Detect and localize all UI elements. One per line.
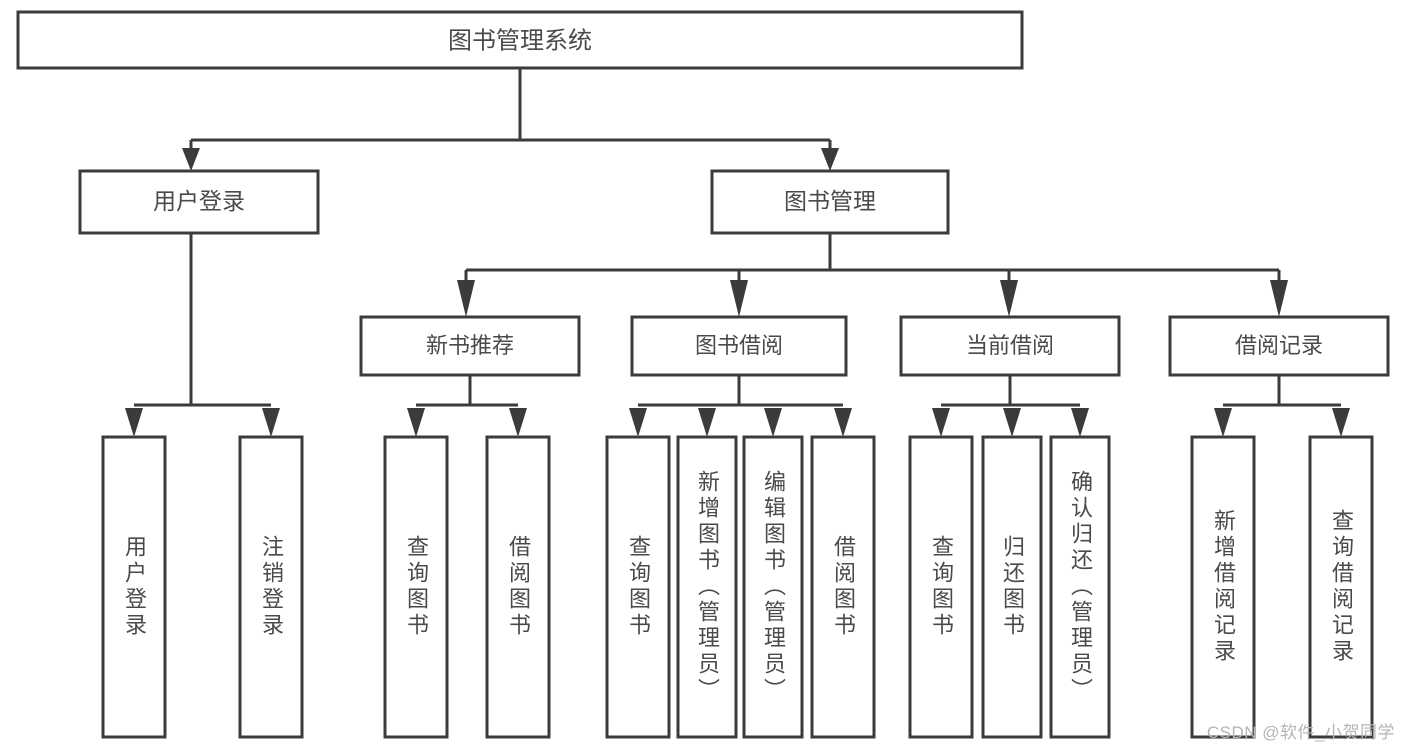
root-box[interactable] bbox=[16, 10, 1024, 70]
leaf-confirm-return-label: 确认归还（管理员） bbox=[1068, 470, 1093, 704]
leaf-node-query-book-1[interactable]: 查询图书 bbox=[383, 435, 449, 739]
leaf-add-book-box[interactable] bbox=[676, 435, 738, 739]
leaf-borrow-book-2-label: 借阅图书 bbox=[831, 535, 856, 639]
node-root[interactable]: 图书管理系统 bbox=[16, 10, 1024, 70]
leaf-node-return-book[interactable]: 归还图书 bbox=[981, 435, 1043, 739]
leaf-query-record-label: 查询借阅记录 bbox=[1329, 509, 1354, 665]
leaf-node-query-book-2[interactable]: 查询图书 bbox=[605, 435, 671, 739]
connector-layer bbox=[125, 68, 1350, 437]
root-label: 图书管理系统 bbox=[448, 27, 592, 54]
leaf-query-book-3-label: 查询图书 bbox=[929, 535, 954, 639]
leaf-user-login-box[interactable] bbox=[101, 435, 167, 739]
leaf-user-login-label: 用户登录 bbox=[122, 535, 147, 639]
arrow-leaf-edit-book bbox=[764, 408, 782, 437]
node-new-book-recommend[interactable]: 新书推荐 bbox=[359, 315, 581, 377]
leaf-add-book-label: 新增图书（管理员） bbox=[695, 470, 720, 704]
arrow-user-login bbox=[182, 148, 200, 171]
leaf-node-logout[interactable]: 注销登录 bbox=[238, 435, 304, 739]
book-borrow-box[interactable] bbox=[630, 315, 848, 377]
leaf-logout-box[interactable] bbox=[238, 435, 304, 739]
arrow-leaf-borrow-book-1 bbox=[509, 408, 527, 437]
arrow-book-manage bbox=[821, 148, 839, 171]
leaf-borrow-book-1-box[interactable] bbox=[485, 435, 551, 739]
book-manage-box[interactable] bbox=[710, 169, 950, 235]
leaf-query-book-3-box[interactable] bbox=[908, 435, 974, 739]
leaf-node-user-login[interactable]: 用户登录 bbox=[101, 435, 167, 739]
arrow-current-borrow bbox=[1000, 280, 1018, 317]
leaf-query-book-1-box[interactable] bbox=[383, 435, 449, 739]
arrow-leaf-query-record bbox=[1332, 408, 1350, 437]
leaf-query-book-2-label: 查询图书 bbox=[626, 535, 651, 639]
leaf-node-borrow-book-2[interactable]: 借阅图书 bbox=[810, 435, 876, 739]
leaf-query-record-box[interactable] bbox=[1308, 435, 1374, 739]
leaf-edit-book-box[interactable] bbox=[742, 435, 804, 739]
new-book-recommend-box[interactable] bbox=[359, 315, 581, 377]
arrow-leaf-borrow-book-2 bbox=[834, 408, 852, 437]
leaf-node-query-book-3[interactable]: 查询图书 bbox=[908, 435, 974, 739]
arrow-leaf-query-book-2 bbox=[629, 408, 647, 437]
leaf-return-book-box[interactable] bbox=[981, 435, 1043, 739]
arrow-leaf-return-book bbox=[1003, 408, 1021, 437]
node-user-login[interactable]: 用户登录 bbox=[78, 169, 320, 235]
leaf-add-record-label: 新增借阅记录 bbox=[1211, 509, 1236, 665]
leaf-edit-book-label: 编辑图书（管理员） bbox=[761, 470, 786, 704]
leaf-confirm-return-box[interactable] bbox=[1049, 435, 1111, 739]
leaf-add-record-box[interactable] bbox=[1190, 435, 1256, 739]
leaf-node-add-book[interactable]: 新增图书（管理员） bbox=[676, 435, 738, 739]
arrow-leaf-logout bbox=[262, 408, 280, 437]
arrow-new-book-recommend bbox=[457, 280, 475, 317]
node-current-borrow[interactable]: 当前借阅 bbox=[899, 315, 1121, 377]
leaf-node-confirm-return[interactable]: 确认归还（管理员） bbox=[1049, 435, 1111, 739]
arrow-leaf-user-login bbox=[125, 408, 143, 437]
book-borrow-label: 图书借阅 bbox=[695, 333, 783, 358]
arrow-leaf-query-book-1 bbox=[407, 408, 425, 437]
arrow-borrow-record bbox=[1270, 280, 1288, 317]
leaf-borrow-book-2-box[interactable] bbox=[810, 435, 876, 739]
current-borrow-box[interactable] bbox=[899, 315, 1121, 377]
arrow-leaf-query-book-3 bbox=[932, 408, 950, 437]
arrow-leaf-add-record bbox=[1214, 408, 1232, 437]
leaf-query-book-1-label: 查询图书 bbox=[404, 535, 429, 639]
leaf-query-book-2-box[interactable] bbox=[605, 435, 671, 739]
leaf-borrow-book-1-label: 借阅图书 bbox=[506, 535, 531, 639]
leaf-node-add-record[interactable]: 新增借阅记录 bbox=[1190, 435, 1256, 739]
leaf-logout-label: 注销登录 bbox=[259, 535, 284, 639]
borrow-record-label: 借阅记录 bbox=[1235, 333, 1323, 358]
new-book-recommend-label: 新书推荐 bbox=[426, 333, 514, 358]
borrow-record-box[interactable] bbox=[1168, 315, 1390, 377]
leaf-return-book-label: 归还图书 bbox=[1000, 535, 1025, 639]
node-borrow-record[interactable]: 借阅记录 bbox=[1168, 315, 1390, 377]
user-login-box[interactable] bbox=[78, 169, 320, 235]
leaf-node-borrow-book-1[interactable]: 借阅图书 bbox=[485, 435, 551, 739]
arrow-leaf-confirm-return bbox=[1071, 408, 1089, 437]
arrow-leaf-add-book bbox=[698, 408, 716, 437]
user-login-label: 用户登录 bbox=[153, 188, 245, 214]
node-book-manage[interactable]: 图书管理 bbox=[710, 169, 950, 235]
node-book-borrow[interactable]: 图书借阅 bbox=[630, 315, 848, 377]
leaf-node-query-record[interactable]: 查询借阅记录 bbox=[1308, 435, 1374, 739]
leaf-node-edit-book[interactable]: 编辑图书（管理员） bbox=[742, 435, 804, 739]
arrow-book-borrow bbox=[730, 280, 748, 317]
book-manage-label: 图书管理 bbox=[784, 188, 876, 214]
current-borrow-label: 当前借阅 bbox=[966, 333, 1054, 358]
